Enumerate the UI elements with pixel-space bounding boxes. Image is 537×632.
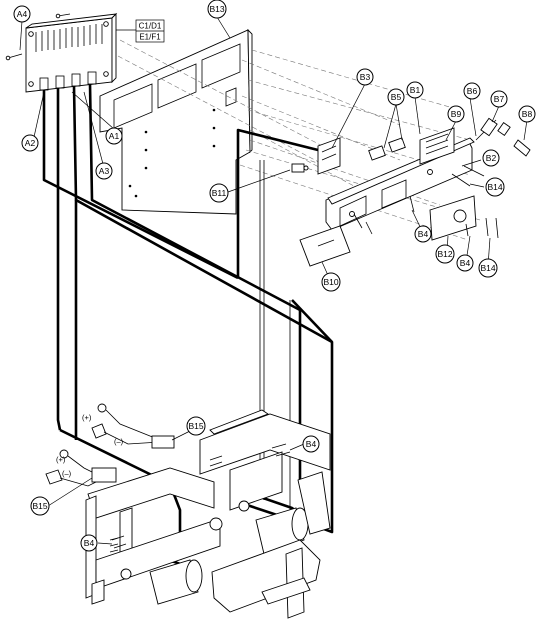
polarity-plus-upper: (+) [82, 413, 92, 422]
svg-text:B10: B10 [323, 277, 338, 287]
part-label-b1: B1 [406, 81, 424, 99]
svg-text:B6: B6 [467, 86, 478, 96]
part-label-b6: B6 [463, 82, 481, 100]
svg-text:B7: B7 [494, 94, 505, 104]
controller-module [25, 12, 118, 93]
svg-text:B14: B14 [487, 182, 502, 192]
connector-bracket-b3 [317, 137, 341, 175]
part-label-b14-upper: B14 [485, 177, 505, 197]
part-label-a1: A1 [105, 127, 123, 145]
svg-text:B15: B15 [188, 421, 203, 431]
port-parts [475, 117, 531, 157]
part-label-a4: A4 [13, 5, 31, 23]
part-label-b2: B2 [482, 149, 500, 167]
svg-text:B14: B14 [480, 263, 495, 273]
svg-text:B9: B9 [451, 109, 462, 119]
part-label-a2: A2 [21, 134, 39, 152]
part-label-b14-lower: B14 [478, 258, 498, 278]
part-label-b11: B11 [209, 183, 229, 203]
cover-plate-b10 [299, 225, 351, 267]
connector-label-line2: E1/F1 [139, 33, 161, 42]
svg-text:B13: B13 [209, 4, 224, 14]
screw-a4 [5, 13, 71, 61]
svg-text:A2: A2 [25, 138, 36, 148]
screws-b [353, 165, 499, 239]
svg-text:B8: B8 [522, 109, 533, 119]
svg-text:B15: B15 [32, 501, 47, 511]
svg-text:A4: A4 [17, 9, 28, 19]
svg-text:B2: B2 [486, 153, 497, 163]
part-label-b4-chassis: B4 [302, 435, 320, 453]
part-label-b3: B3 [356, 68, 374, 86]
chassis-screws-b4 [111, 443, 291, 549]
part-label-a3: A3 [95, 162, 113, 180]
alignment-lines [117, 39, 481, 241]
polarity-plus-lower: (+) [56, 455, 66, 464]
part-label-b5: B5 [387, 88, 405, 106]
connector-designation-box: C1/D1 E1/F1 [116, 19, 165, 43]
part-label-b15-upper: B15 [186, 416, 206, 436]
part-label-b10: B10 [321, 272, 341, 292]
polarity-minus-upper: (–) [114, 437, 124, 446]
base-frame [85, 409, 331, 619]
part-label-b8: B8 [518, 105, 536, 123]
part-label-b4-right: B4 [456, 254, 474, 272]
part-label-b13: B13 [207, 0, 227, 19]
bracket-assembly-b1 [325, 127, 477, 241]
relay-blocks-b5 [368, 137, 406, 161]
battery-leads-lower: (+) (–) [45, 449, 117, 487]
svg-text:A1: A1 [109, 131, 120, 141]
svg-text:B4: B4 [418, 229, 429, 239]
svg-text:B12: B12 [437, 249, 452, 259]
connector-label-line1: C1/D1 [139, 22, 162, 31]
part-label-b4-upper: B4 [414, 225, 432, 243]
part-label-b12: B12 [435, 244, 455, 264]
motor-left [149, 559, 203, 605]
mounting-plate-b13 [99, 28, 253, 215]
connector-b11 [291, 163, 309, 173]
svg-text:B1: B1 [410, 85, 421, 95]
svg-text:B4: B4 [306, 439, 317, 449]
svg-text:B5: B5 [391, 92, 402, 102]
part-label-b9: B9 [447, 105, 465, 123]
svg-text:A3: A3 [99, 166, 110, 176]
part-label-b15-lower: B15 [30, 496, 50, 516]
polarity-minus-lower: (–) [62, 469, 72, 478]
svg-text:B4: B4 [84, 538, 95, 548]
svg-text:B3: B3 [360, 72, 371, 82]
svg-text:B4: B4 [460, 258, 471, 268]
part-label-b7: B7 [490, 90, 508, 108]
svg-text:B11: B11 [212, 188, 227, 198]
part-label-b4-lower: B4 [80, 534, 98, 552]
battery-leads-upper: (+) (–) [82, 403, 175, 449]
